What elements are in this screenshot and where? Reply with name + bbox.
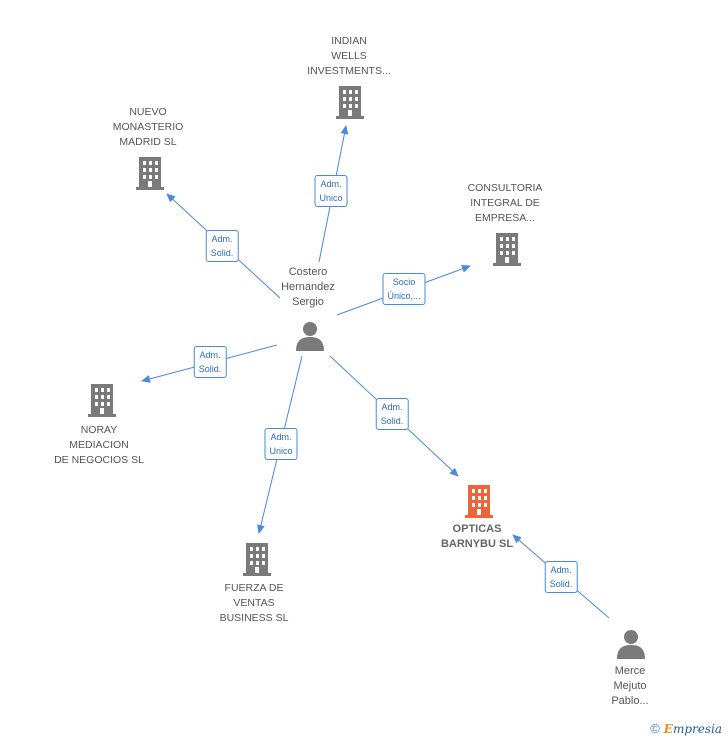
node-label-merce[interactable]: Merce Mejuto Pablo... (611, 664, 648, 709)
edge-label-line: Solid. (549, 579, 573, 589)
node-label-consultoria[interactable]: CONSULTORIA INTEGRAL DE EMPRESA... (468, 181, 543, 226)
edge-label-merce-to-opticas[interactable]: Adm. Solid. (544, 561, 578, 593)
edge-label-line: Adm. (270, 432, 292, 442)
node-label-line: OPTICAS (452, 523, 502, 535)
edge-label-to-nuevo[interactable]: Adm. Solid. (205, 230, 239, 262)
person-icon[interactable] (616, 628, 646, 660)
edge-label-to-consultoria[interactable]: Socio Único,... (382, 273, 426, 305)
person-icon[interactable] (295, 320, 325, 352)
node-label-costero[interactable]: Costero Hernandez Sergio (281, 265, 335, 310)
edge-label-line: Solid. (210, 248, 234, 258)
node-label-line: BUSINESS SL (219, 612, 289, 624)
edge-label-line: Adm. (550, 565, 572, 575)
edge-label-line: Único,... (387, 291, 421, 301)
edge-label-line: Adm. (199, 350, 221, 360)
node-label-line: Mejuto (613, 680, 647, 692)
node-label-line: MEDIACION (69, 439, 129, 451)
edge-label-to-fuerza[interactable]: Adm. Unico (264, 428, 298, 460)
building-icon[interactable] (491, 231, 523, 267)
node-label-line: WELLS (331, 50, 367, 62)
node-label-line: MONASTERIO (112, 121, 184, 133)
brand-logo[interactable]: Empresia (664, 722, 722, 736)
node-label-noray[interactable]: NORAY MEDIACION DE NEGOCIOS SL (54, 423, 144, 468)
node-label-opticas[interactable]: OPTICAS BARNYBU SL (441, 522, 513, 552)
copyright-symbol: © (650, 721, 660, 736)
node-label-line: CONSULTORIA (467, 182, 543, 194)
node-label-line: Hernandez (281, 281, 335, 293)
edge-label-to-opticas[interactable]: Adm. Solid. (375, 398, 409, 430)
edge-label-line: Adm. (381, 402, 403, 412)
edge-label-line: Solid. (380, 416, 404, 426)
node-label-line: BARNYBU SL (440, 538, 514, 550)
edge-label-line: Unico (269, 446, 293, 456)
node-label-nuevo-monasterio[interactable]: NUEVO MONASTERIO MADRID SL (113, 105, 184, 150)
edge-label-line: Adm. (211, 234, 233, 244)
node-label-line: INVESTMENTS... (307, 65, 391, 77)
brand-logo-letter: E (663, 721, 673, 736)
edge-label-to-noray[interactable]: Adm. Solid. (193, 346, 227, 378)
node-label-line: Costero (288, 266, 328, 278)
edge-label-line: Solid. (198, 364, 222, 374)
node-label-line: Merce (614, 665, 646, 677)
node-label-fuerza[interactable]: FUERZA DE VENTAS BUSINESS SL (220, 581, 289, 626)
node-label-indian-wells[interactable]: INDIAN WELLS INVESTMENTS... (307, 34, 390, 79)
building-icon[interactable] (463, 483, 495, 519)
node-label-line: EMPRESA... (474, 212, 536, 224)
building-icon[interactable] (334, 84, 366, 120)
node-label-line: INTEGRAL DE (470, 197, 540, 209)
building-icon[interactable] (134, 155, 166, 191)
node-label-line: INDIAN (331, 35, 367, 47)
node-label-line: VENTAS (233, 597, 275, 609)
node-label-line: NUEVO (129, 106, 167, 118)
edge-label-line: Adm. (320, 179, 342, 189)
node-label-line: Sergio (292, 296, 324, 308)
footer-brand: © Empresia (650, 721, 722, 736)
node-label-line: FUERZA DE (224, 582, 284, 594)
node-label-line: Pablo... (611, 695, 649, 707)
edge-label-line: Unico (319, 193, 343, 203)
brand-logo-rest: mpresia (672, 721, 722, 736)
building-icon[interactable] (241, 541, 273, 577)
edge-label-to-indian[interactable]: Adm. Unico (314, 175, 348, 207)
node-label-line: MADRID SL (119, 136, 177, 148)
building-icon[interactable] (86, 382, 118, 418)
node-label-line: DE NEGOCIOS SL (54, 454, 144, 466)
node-label-line: NORAY (80, 424, 118, 436)
edge-label-line: Socio (392, 277, 416, 287)
